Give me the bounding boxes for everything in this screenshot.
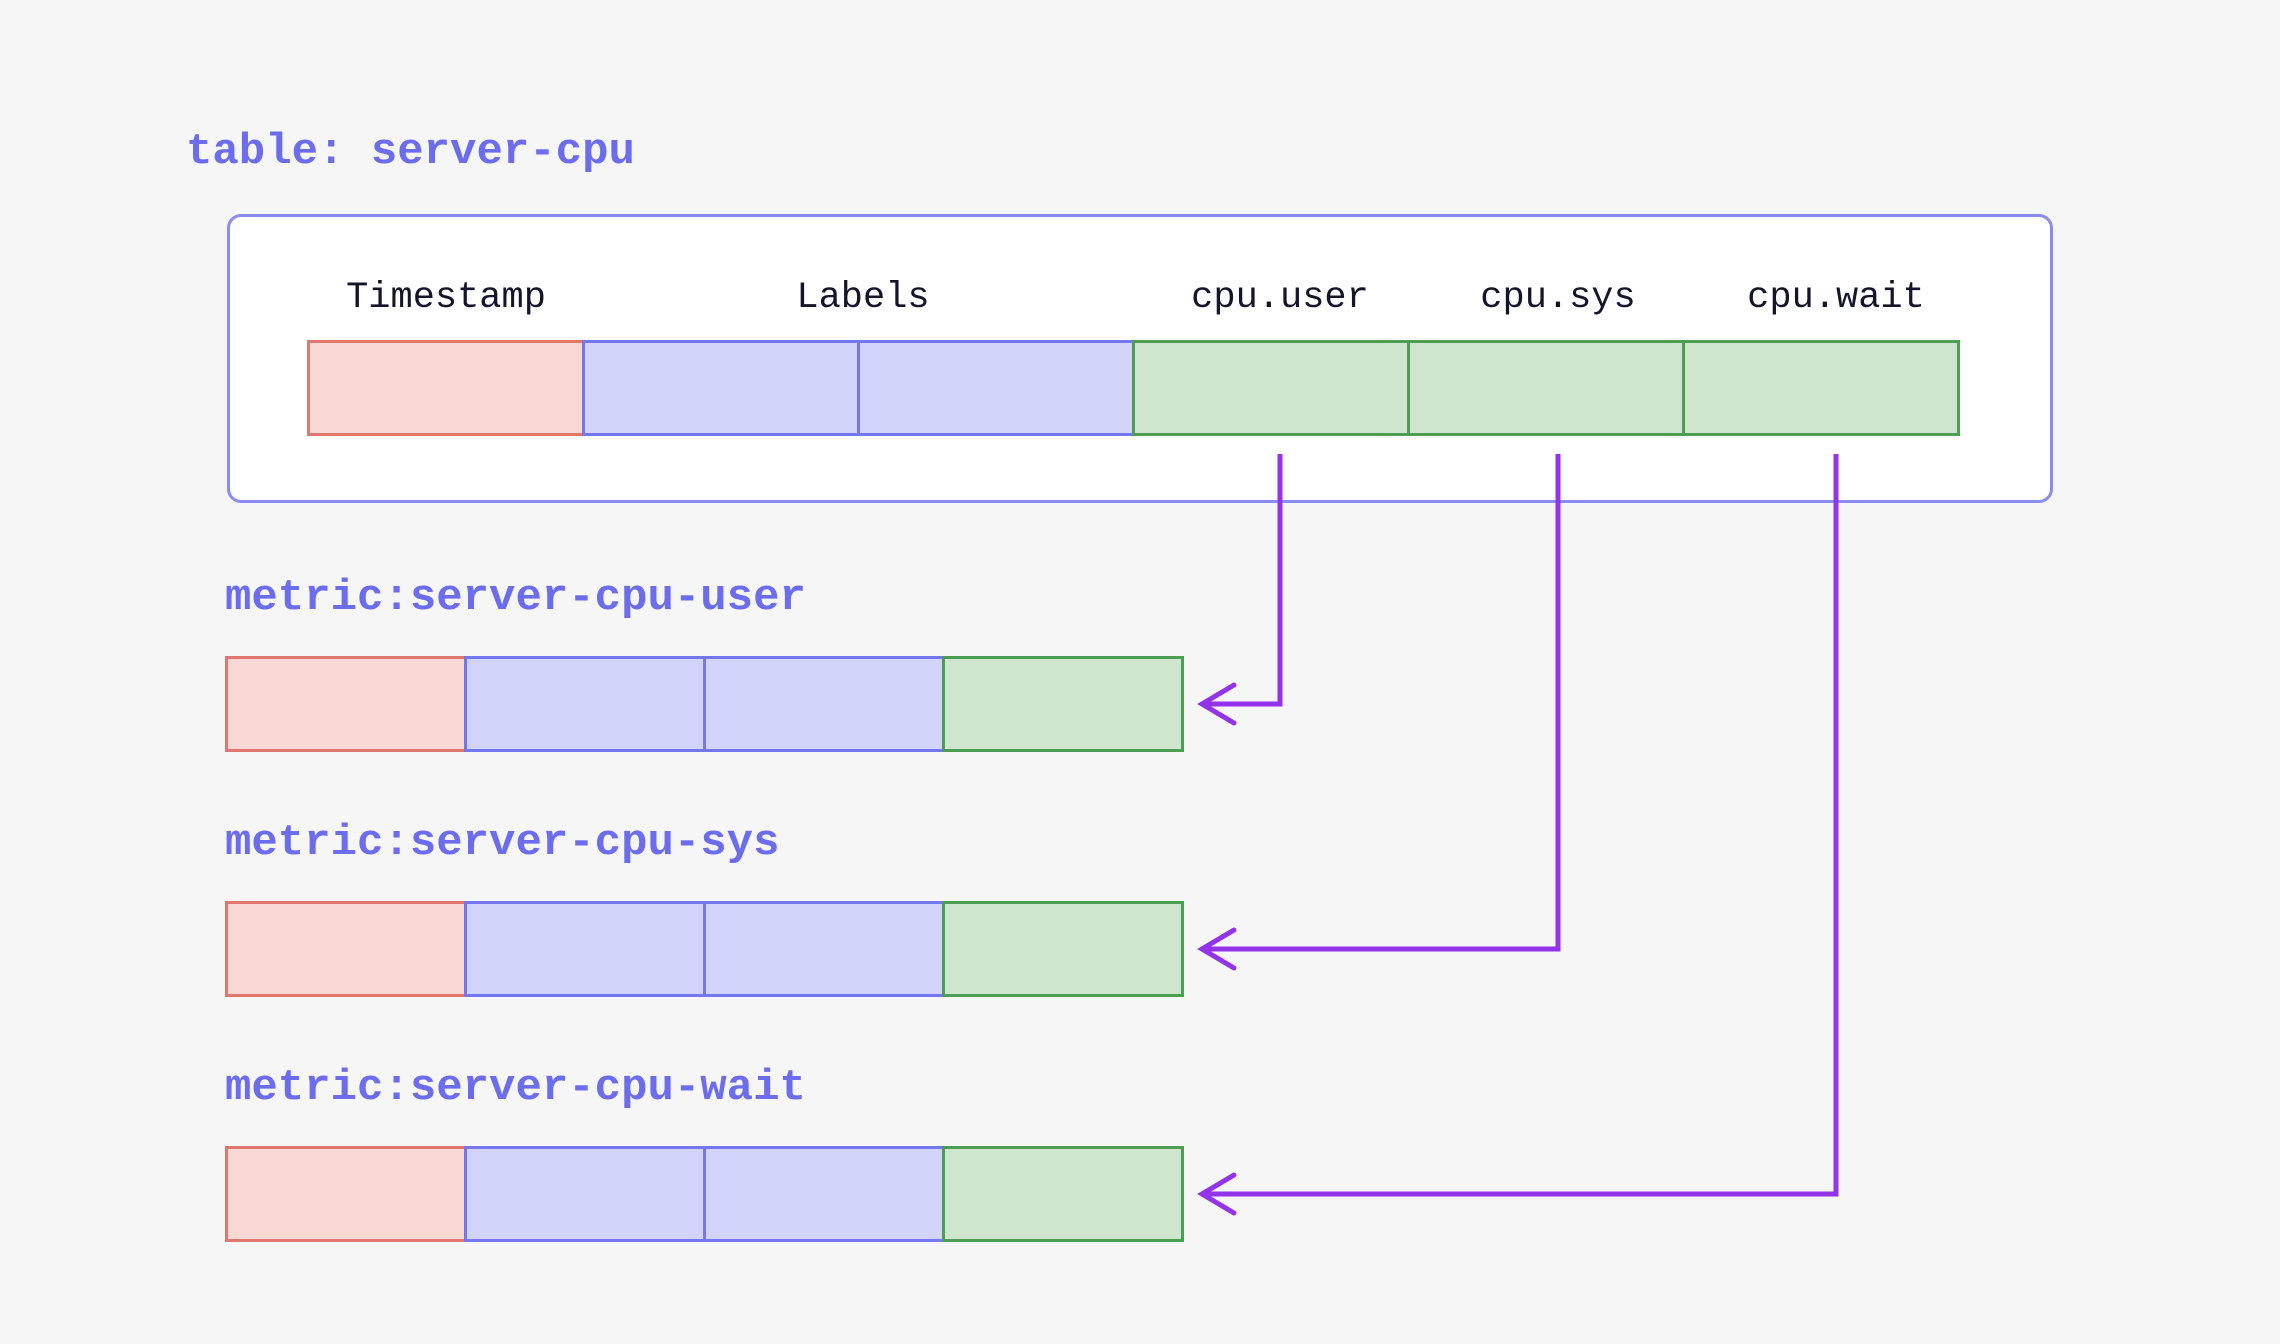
column-header-cpu-sys: cpu.sys — [1480, 277, 1636, 319]
metric-label-server-cpu-wait: metric:server-cpu-wait — [225, 1063, 806, 1113]
cell-label — [857, 340, 1135, 436]
cell-label — [582, 340, 860, 436]
column-header-cpu-user: cpu.user — [1191, 277, 1369, 319]
cell-label — [703, 901, 945, 997]
metric-row-server-cpu-user — [225, 656, 1184, 752]
cell-value — [1132, 340, 1410, 436]
column-header-labels: Labels — [796, 277, 930, 319]
cell-value — [942, 901, 1184, 997]
column-header-timestamp: Timestamp — [346, 277, 546, 319]
cell-timestamp — [225, 656, 467, 752]
metric-label-server-cpu-sys: metric:server-cpu-sys — [225, 818, 780, 868]
metric-label-server-cpu-user: metric:server-cpu-user — [225, 573, 806, 623]
cell-label — [464, 901, 706, 997]
cell-value — [942, 1146, 1184, 1242]
cell-label — [703, 1146, 945, 1242]
cell-value — [1682, 340, 1960, 436]
cell-value — [942, 656, 1184, 752]
arrow-cpu-sys-to-metric — [1197, 454, 1561, 971]
column-header-cpu-wait: cpu.wait — [1747, 277, 1925, 319]
cell-label — [464, 656, 706, 752]
cell-label — [703, 656, 945, 752]
diagram-title: table: server-cpu — [186, 127, 635, 177]
arrow-cpu-wait-to-metric — [1197, 454, 1839, 1216]
cell-label — [464, 1146, 706, 1242]
cell-timestamp — [225, 901, 467, 997]
table-storage-row — [307, 340, 1960, 436]
metric-row-server-cpu-wait — [225, 1146, 1184, 1242]
metric-row-server-cpu-sys — [225, 901, 1184, 997]
cell-timestamp — [225, 1146, 467, 1242]
cell-value — [1407, 340, 1685, 436]
cell-timestamp — [307, 340, 585, 436]
